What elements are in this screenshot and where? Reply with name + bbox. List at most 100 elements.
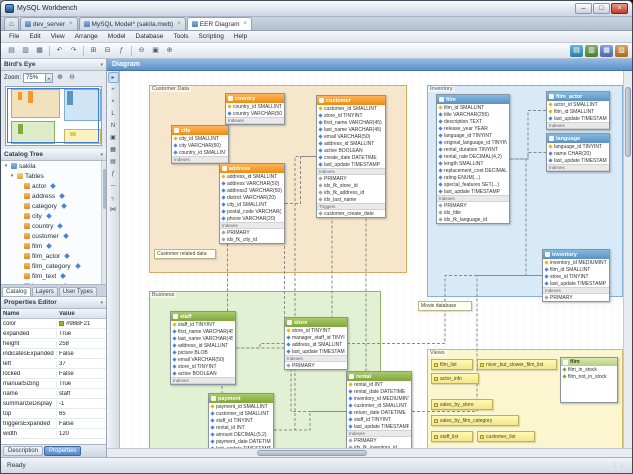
column-row[interactable]: address_id SMALLINT bbox=[317, 140, 385, 147]
property-row-manualsizing[interactable]: manualSizingTrue bbox=[1, 379, 106, 389]
index-row[interactable]: idx_fk_city_id bbox=[220, 236, 284, 243]
entity-header[interactable]: customer bbox=[317, 96, 385, 105]
index-row[interactable]: idx_fk_store_id bbox=[317, 182, 385, 189]
delete-tool-icon[interactable]: × bbox=[108, 96, 119, 107]
tab-mysql-model-sakila-mwb[interactable]: MySQL Model* (sakila.mwb)× bbox=[79, 17, 186, 30]
tab-description[interactable]: Description bbox=[3, 446, 43, 456]
open-model-icon[interactable]: ▥ bbox=[19, 45, 32, 57]
column-row[interactable]: amount DECIMAL(5,2) bbox=[209, 431, 273, 438]
note-tool-icon[interactable]: N bbox=[108, 120, 119, 131]
column-row[interactable]: customer_id SMALLINT bbox=[347, 402, 411, 409]
index-row[interactable]: PRIMARY bbox=[220, 229, 284, 236]
entity-store[interactable]: storestore_id TINYINTmanager_staff_id TI… bbox=[284, 317, 348, 370]
column-row[interactable]: address2 VARCHAR(50) bbox=[220, 187, 284, 194]
section-header-indexes[interactable]: Indexes bbox=[220, 222, 284, 229]
column-row[interactable]: email VARCHAR(50) bbox=[171, 356, 235, 363]
property-row-indicatesexpanded[interactable]: indicatesExpandedFalse bbox=[1, 349, 106, 359]
section-header-indexes[interactable]: Indexes bbox=[171, 377, 235, 384]
column-row[interactable]: last_update TIMESTAMP bbox=[547, 157, 609, 164]
index-row[interactable]: idx_fk_language_id bbox=[437, 216, 509, 223]
menu-database[interactable]: Database bbox=[131, 33, 169, 40]
entity-country[interactable]: countrycountry_id SMALLINTcountry VARCHA… bbox=[225, 93, 285, 125]
column-row[interactable]: customer_id SMALLINT bbox=[209, 410, 273, 417]
tree-item-country[interactable]: country bbox=[1, 221, 106, 231]
expander-icon[interactable]: ▾ bbox=[3, 163, 9, 169]
undo-icon[interactable]: ↶ bbox=[53, 45, 66, 57]
entity-header[interactable]: staff bbox=[171, 312, 235, 321]
tree-item-address[interactable]: address bbox=[1, 191, 106, 201]
close-tab-icon[interactable]: × bbox=[69, 21, 73, 27]
catalog-tree-panel-header[interactable]: Catalog Tree ▾ bbox=[1, 149, 106, 161]
column-row[interactable]: last_update TIMESTAMP bbox=[437, 188, 509, 195]
column-row[interactable]: city VARCHAR(50) bbox=[172, 142, 228, 149]
property-row-summarizedisplay[interactable]: summarizeDisplay-1 bbox=[1, 399, 106, 409]
column-row[interactable]: film_id SMALLINT bbox=[437, 104, 509, 111]
column-row[interactable]: active BOOLEAN bbox=[171, 370, 235, 377]
column-row[interactable]: city_id SMALLINT bbox=[220, 201, 284, 208]
property-row-locked[interactable]: lockedFalse bbox=[1, 369, 106, 379]
column-row[interactable]: replacement_cost DECIMAL(5,2) bbox=[437, 167, 509, 174]
property-row-name[interactable]: namestaff bbox=[1, 389, 106, 399]
column-row[interactable]: language_id TINYINT bbox=[437, 132, 509, 139]
relationship-nm-tool-icon[interactable]: ⋈ bbox=[108, 204, 119, 215]
entity-city[interactable]: citycity_id SMALLINTcity VARCHAR(50)coun… bbox=[171, 125, 229, 164]
column-row[interactable]: length SMALLINT bbox=[437, 160, 509, 167]
index-row[interactable]: PRIMARY bbox=[437, 202, 509, 209]
column-row[interactable]: payment_id SMALLINT bbox=[209, 403, 273, 410]
section-header-indexes[interactable]: Indexes bbox=[547, 122, 609, 129]
view-actor-info[interactable]: actor_info bbox=[431, 373, 479, 384]
index-row[interactable]: PRIMARY bbox=[285, 362, 347, 369]
view-sales-by-film-category[interactable]: sales_by_film_category bbox=[431, 415, 519, 426]
new-document-icon[interactable]: ▤ bbox=[5, 45, 18, 57]
column-row[interactable]: postal_code VARCHAR(10) bbox=[220, 208, 284, 215]
property-row-width[interactable]: width120 bbox=[1, 429, 106, 439]
entity-header[interactable]: address bbox=[220, 164, 284, 173]
section-header-indexes[interactable]: Indexes bbox=[285, 355, 347, 362]
relationship-11-tool-icon[interactable]: ─ bbox=[108, 180, 119, 191]
column-row[interactable]: inventory_id MEDIUMINT bbox=[347, 395, 411, 402]
section-header-indexes[interactable]: Indexes bbox=[547, 164, 609, 171]
zoom-out-icon[interactable]: ⊖ bbox=[135, 45, 148, 57]
index-row[interactable]: customer_create_date bbox=[317, 210, 385, 217]
column-row[interactable]: address_id SMALLINT bbox=[171, 342, 235, 349]
column-row[interactable]: email VARCHAR(50) bbox=[317, 133, 385, 140]
column-row[interactable]: rental_rate DECIMAL(4,2) bbox=[437, 153, 509, 160]
entity-inventory[interactable]: inventoryinventory_id MEDIUMINTfilm_id S… bbox=[542, 249, 610, 302]
menu-scripting[interactable]: Scripting bbox=[194, 33, 229, 40]
view-film-list[interactable]: film_list bbox=[431, 359, 473, 370]
entity-header[interactable]: payment bbox=[209, 394, 273, 403]
column-row[interactable]: customer_id SMALLINT bbox=[317, 105, 385, 112]
tree-item-film-actor[interactable]: film_actor bbox=[1, 251, 106, 261]
column-row[interactable]: address_id SMALLINT bbox=[220, 173, 284, 180]
menu-file[interactable]: File bbox=[4, 33, 24, 40]
column-row[interactable]: picture BLOB bbox=[171, 349, 235, 356]
column-row[interactable]: return_date DATETIME bbox=[347, 409, 411, 416]
entity-header[interactable]: film_actor bbox=[547, 92, 609, 101]
column-row[interactable]: rental_date DATETIME bbox=[347, 388, 411, 395]
add-routine-icon[interactable]: ƒ bbox=[115, 45, 128, 57]
tree-item-film-text[interactable]: film_text bbox=[1, 271, 106, 281]
column-row[interactable]: last_update TIMESTAMP bbox=[543, 280, 609, 287]
column-row[interactable]: name CHAR(20) bbox=[547, 150, 609, 157]
relationship-1n-tool-icon[interactable]: ┐ bbox=[108, 192, 119, 203]
entity-header[interactable]: rental bbox=[347, 372, 411, 381]
tree-item-city[interactable]: city bbox=[1, 211, 106, 221]
routine-group-header[interactable]: film bbox=[561, 358, 617, 366]
column-row[interactable]: actor_id SMALLINT bbox=[547, 101, 609, 108]
plugins-icon[interactable]: ▧ bbox=[615, 45, 628, 57]
column-row[interactable]: title VARCHAR(255) bbox=[437, 111, 509, 118]
menu-view[interactable]: View bbox=[46, 33, 70, 40]
routine-group-film[interactable]: filmfilm_in_stockfilm_not_in_stock bbox=[560, 357, 618, 403]
column-row[interactable]: country VARCHAR(50) bbox=[226, 110, 284, 117]
routine-group-tool-icon[interactable]: ƒ bbox=[108, 168, 119, 179]
entity-payment[interactable]: paymentpayment_id SMALLINTcustomer_id SM… bbox=[208, 393, 274, 448]
column-row[interactable]: last_name VARCHAR(45) bbox=[171, 335, 235, 342]
horizontal-scrollbar[interactable] bbox=[107, 448, 632, 457]
index-row[interactable]: idx_fk_address_id bbox=[317, 189, 385, 196]
birds-eye-minimap[interactable] bbox=[5, 86, 102, 146]
column-row[interactable]: store_id TINYINT bbox=[317, 112, 385, 119]
column-row[interactable]: staff_id TINYINT bbox=[171, 321, 235, 328]
save-model-icon[interactable]: ▦ bbox=[33, 45, 46, 57]
zoom-out-icon[interactable]: ⊖ bbox=[67, 73, 77, 83]
routine-row[interactable]: film_not_in_stock bbox=[561, 373, 617, 380]
